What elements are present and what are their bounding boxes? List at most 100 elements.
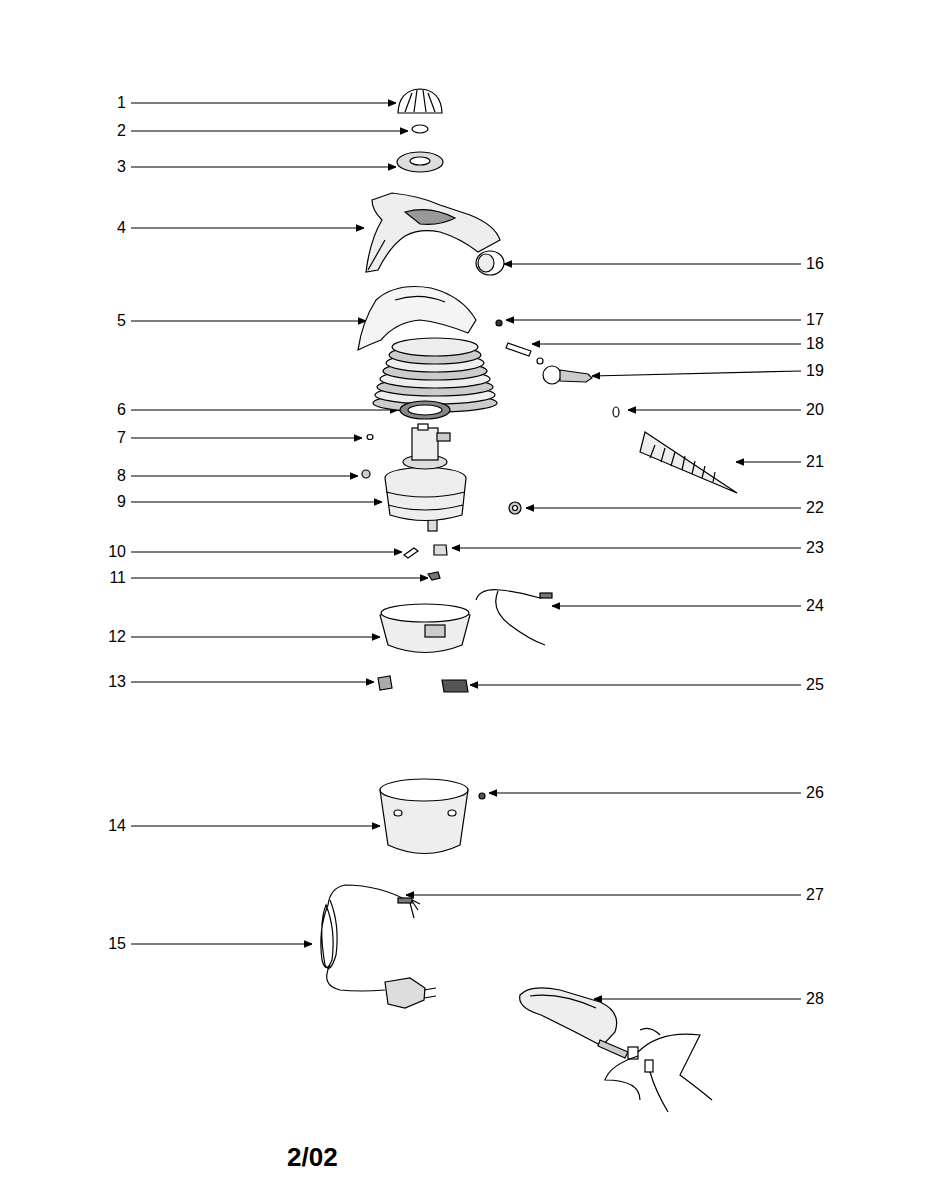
nozzle-ball bbox=[543, 366, 592, 384]
leader-lines bbox=[131, 166, 396, 167]
boiler bbox=[437, 433, 450, 441]
gasket bbox=[400, 401, 450, 419]
leader-lines bbox=[131, 681, 374, 682]
cord-end bbox=[410, 900, 420, 918]
callout-number: 15 bbox=[108, 935, 126, 953]
cap bbox=[405, 90, 435, 112]
leader-lines bbox=[504, 263, 801, 264]
small-seal bbox=[496, 320, 502, 326]
date-code: 2/02 bbox=[287, 1142, 338, 1172]
boiler bbox=[385, 467, 466, 521]
callout-number: 25 bbox=[806, 676, 824, 694]
handle-shell bbox=[366, 193, 500, 272]
cone-brush bbox=[640, 432, 737, 493]
callout-number: 6 bbox=[117, 401, 126, 419]
cap bbox=[398, 89, 442, 113]
callout-number: 18 bbox=[806, 335, 824, 353]
leader-lines bbox=[470, 684, 801, 685]
callout-number: 7 bbox=[117, 429, 126, 447]
hose-handle bbox=[520, 988, 617, 1046]
bottom-cover bbox=[380, 779, 468, 801]
leader-lines bbox=[736, 461, 801, 462]
hose-handle bbox=[605, 1028, 712, 1112]
cone-brush bbox=[640, 432, 737, 493]
hose-handle bbox=[645, 1060, 653, 1072]
boiler bbox=[385, 424, 466, 531]
callout-number: 8 bbox=[117, 467, 126, 485]
nozzle-ring bbox=[476, 251, 504, 275]
wire bbox=[476, 590, 552, 645]
callout-number: 10 bbox=[108, 543, 126, 561]
leader-lines bbox=[131, 577, 428, 578]
callout-number: 5 bbox=[117, 312, 126, 330]
leader-lines bbox=[131, 409, 398, 410]
nut bbox=[509, 502, 521, 514]
nut bbox=[509, 502, 521, 514]
leader-lines bbox=[131, 102, 396, 103]
base bbox=[381, 604, 469, 622]
washer bbox=[397, 152, 443, 172]
leader-lines bbox=[452, 547, 801, 548]
callout-number: 14 bbox=[108, 817, 126, 835]
leader-lines bbox=[131, 130, 408, 131]
power-cord bbox=[321, 885, 436, 1008]
callout-number: 2 bbox=[117, 122, 126, 140]
callout-number: 11 bbox=[109, 569, 126, 587]
leader-lines bbox=[532, 343, 801, 344]
small-ring bbox=[613, 407, 619, 417]
leader-lines bbox=[131, 501, 382, 502]
leader-lines bbox=[552, 605, 801, 606]
bottom-cover bbox=[448, 810, 456, 816]
callout-number: 13 bbox=[108, 673, 126, 691]
leader-lines bbox=[131, 825, 380, 826]
nozzle-ring bbox=[476, 251, 504, 275]
leader-lines bbox=[131, 227, 364, 228]
upper-body bbox=[395, 296, 445, 302]
handle-shell bbox=[368, 240, 385, 270]
nut bbox=[513, 506, 518, 511]
hose-handle bbox=[530, 995, 596, 1008]
base bbox=[380, 604, 470, 653]
leader-lines bbox=[592, 371, 801, 376]
boiler bbox=[418, 424, 428, 430]
leader-lines bbox=[131, 320, 366, 321]
callout-number: 23 bbox=[806, 539, 824, 557]
hose-handle bbox=[598, 1040, 628, 1058]
leader-lines bbox=[131, 103, 801, 999]
callout-number: 16 bbox=[806, 255, 824, 273]
screw bbox=[479, 793, 485, 799]
upper-body bbox=[358, 287, 497, 413]
wire bbox=[540, 593, 552, 598]
terminal bbox=[378, 676, 392, 690]
bottom-cover bbox=[380, 779, 468, 854]
pin bbox=[404, 548, 418, 558]
handle-shell bbox=[405, 210, 455, 225]
callout-number: 26 bbox=[806, 784, 824, 802]
callout-number: 4 bbox=[117, 219, 126, 237]
switch bbox=[442, 680, 468, 692]
callout-number: 28 bbox=[806, 990, 824, 1008]
leader-lines bbox=[131, 943, 312, 944]
callout-number: 20 bbox=[806, 401, 824, 419]
leader-lines bbox=[131, 475, 358, 476]
cap bbox=[398, 89, 442, 113]
power-cord bbox=[385, 978, 425, 1008]
upper-body bbox=[358, 287, 476, 351]
tube bbox=[506, 343, 543, 364]
callout-number: 24 bbox=[806, 597, 824, 615]
leader-lines bbox=[628, 409, 801, 410]
small-washer bbox=[367, 435, 373, 440]
cord-end bbox=[398, 898, 420, 918]
power-cord bbox=[424, 988, 436, 998]
nozzle-ball bbox=[560, 370, 592, 382]
nozzle-ball bbox=[543, 366, 561, 384]
leader-lines bbox=[131, 636, 380, 637]
leader-lines bbox=[506, 319, 801, 320]
callout-number: 1 bbox=[117, 94, 126, 112]
callout-number: 3 bbox=[117, 158, 126, 176]
hose-handle bbox=[520, 988, 712, 1112]
leader-lines bbox=[131, 551, 402, 552]
cone-brush bbox=[650, 445, 715, 482]
callout-number: 22 bbox=[806, 499, 824, 517]
callout-number: 9 bbox=[117, 493, 126, 511]
